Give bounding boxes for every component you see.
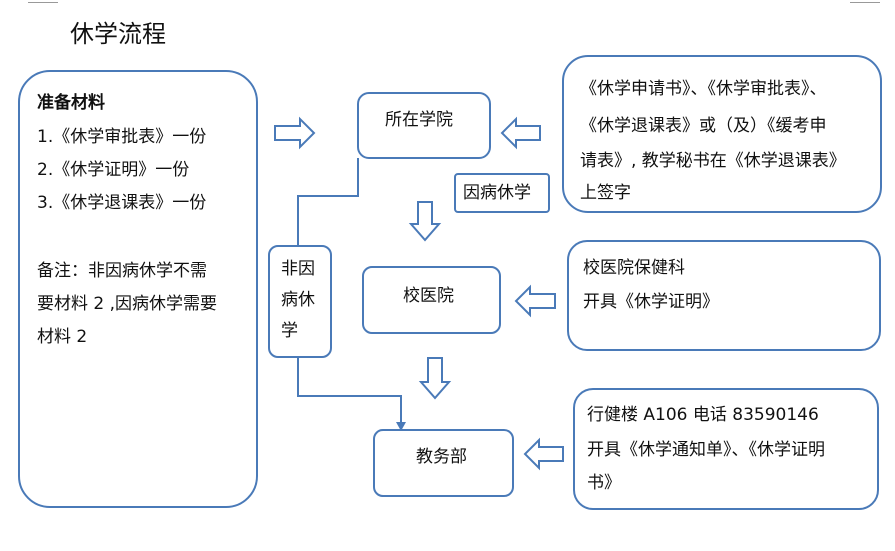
office-info-line: 开具《休学通知单》、《休学证明	[587, 440, 825, 460]
nonsick-leave-box	[268, 245, 332, 358]
material-item: 2.《休学证明》一份	[37, 160, 190, 180]
arrow-right-icon	[274, 116, 316, 150]
hospital-info-line: 开具《休学证明》	[583, 292, 719, 312]
hospital-info-box	[567, 240, 881, 351]
materials-box	[18, 70, 258, 508]
college-info-box	[562, 55, 882, 213]
sick-leave-label: 因病休学	[463, 183, 531, 203]
connector-line	[297, 358, 402, 424]
hospital-label: 校医院	[403, 286, 454, 306]
materials-note: 备注：非因病休学不需	[37, 261, 207, 281]
materials-heading: 准备材料	[37, 93, 105, 113]
college-info-line: 《休学退课表》或（及）《缓考申	[580, 116, 827, 136]
hospital-box	[362, 266, 501, 334]
college-info-line: 请表》, 教学秘书在《休学退课表》	[580, 151, 846, 171]
corner-mark-left	[28, 2, 58, 3]
office-info-box	[573, 388, 879, 510]
connector-line	[297, 158, 359, 245]
college-label: 所在学院	[385, 110, 453, 130]
college-box	[357, 92, 491, 159]
material-item: 3.《休学退课表》一份	[37, 193, 207, 213]
hospital-info-line: 校医院保健科	[583, 258, 685, 278]
materials-note: 材料 2	[37, 327, 88, 347]
nonsick-leave-line: 非因	[281, 259, 315, 279]
office-info-line: 书》	[587, 473, 621, 493]
nonsick-leave-line: 病休	[281, 290, 315, 310]
material-item: 1.《休学审批表》一份	[37, 127, 207, 147]
arrow-left-icon	[514, 284, 556, 318]
materials-note: 要材料 2 ,因病休学需要	[37, 294, 218, 314]
academic-office-label: 教务部	[416, 447, 467, 467]
academic-office-box	[373, 429, 514, 497]
page-title: 休学流程	[70, 20, 166, 48]
arrow-head-icon	[396, 422, 406, 431]
sick-leave-box	[454, 173, 550, 213]
arrow-down-icon	[418, 357, 452, 400]
college-info-line: 《休学申请书》、《休学审批表》、	[580, 79, 827, 99]
arrow-left-icon	[500, 116, 541, 150]
corner-mark-right	[850, 2, 880, 3]
arrow-left-icon	[523, 437, 564, 471]
office-info-line: 行健楼 A106 电话 83590146	[587, 405, 819, 425]
arrow-down-icon	[408, 201, 442, 242]
nonsick-leave-line: 学	[281, 321, 298, 341]
college-info-line: 上签字	[580, 183, 631, 203]
